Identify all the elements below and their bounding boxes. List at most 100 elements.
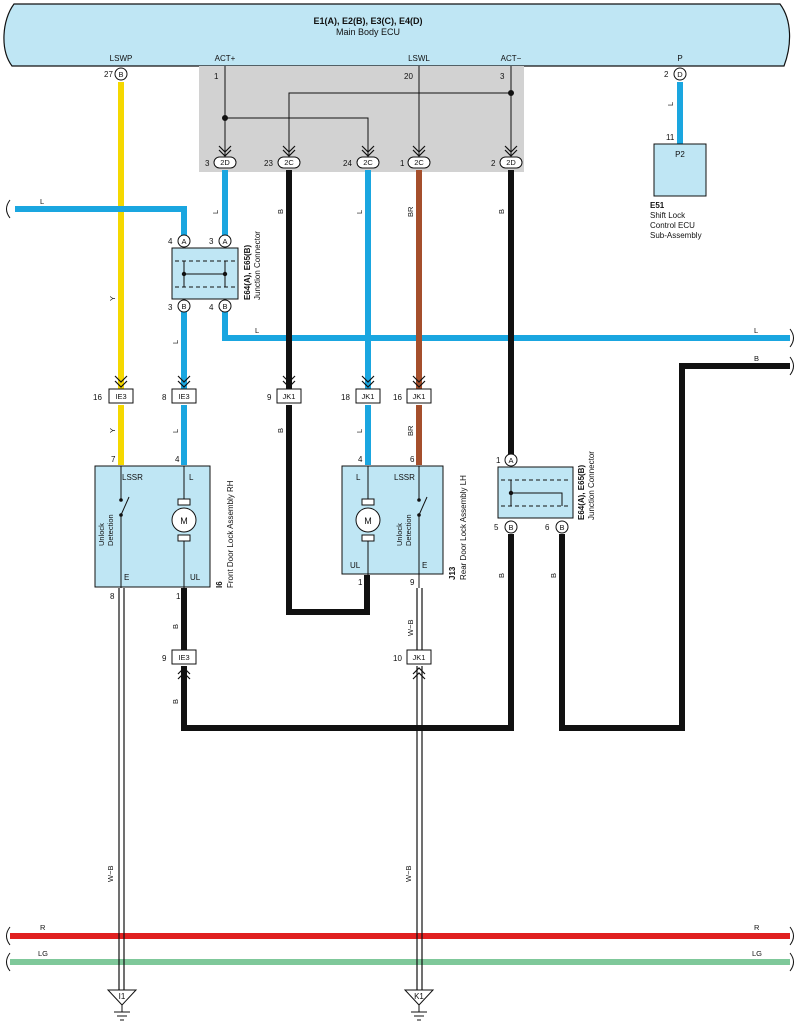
svg-text:K1: K1 bbox=[414, 992, 424, 1001]
svg-text:BR: BR bbox=[406, 206, 415, 217]
svg-text:1: 1 bbox=[358, 578, 363, 587]
connector-jk1-16: JK1 16 bbox=[393, 375, 432, 404]
ecu-upper-pins: 27 B 1 20 3 2 D bbox=[104, 67, 687, 81]
wire-black-loop bbox=[181, 534, 514, 731]
svg-text:LG: LG bbox=[752, 949, 762, 958]
svg-text:B: B bbox=[276, 428, 285, 433]
pin-label-lswp: LSWP bbox=[110, 54, 133, 63]
ecu-internal-section bbox=[199, 66, 524, 172]
svg-text:E: E bbox=[422, 561, 427, 570]
wire-color-labels: L L B L BR B L Y L L L B Y L B L BR B W−… bbox=[38, 102, 762, 958]
svg-text:2C: 2C bbox=[414, 158, 424, 167]
wire-black-23 bbox=[286, 170, 370, 615]
svg-text:4: 4 bbox=[175, 455, 180, 464]
svg-text:L: L bbox=[754, 326, 758, 335]
shift-lock-name-1: Shift Lock bbox=[650, 211, 686, 220]
svg-text:23: 23 bbox=[264, 159, 273, 168]
svg-text:L: L bbox=[255, 326, 259, 335]
rear-motor bbox=[355, 507, 381, 533]
svg-text:B: B bbox=[754, 354, 759, 363]
rear-switch-text-2: Detection bbox=[404, 514, 413, 546]
svg-text:L: L bbox=[356, 473, 361, 482]
svg-text:L: L bbox=[189, 473, 194, 482]
svg-text:IE3: IE3 bbox=[178, 653, 189, 662]
shift-lock-id: E51 bbox=[650, 201, 665, 210]
svg-text:7: 7 bbox=[111, 455, 116, 464]
svg-text:18: 18 bbox=[341, 393, 350, 402]
svg-text:16: 16 bbox=[93, 393, 102, 402]
svg-text:B: B bbox=[497, 209, 506, 214]
junction-connector-right: 1 A 5 B 6 B E64(A), E65(B) Junction Conn… bbox=[494, 451, 596, 534]
shift-lock-name-3: Sub-Assembly bbox=[650, 231, 702, 240]
pin-num-lswl: 20 bbox=[404, 72, 413, 81]
svg-text:UL: UL bbox=[190, 573, 201, 582]
pin-num-act-minus: 3 bbox=[500, 72, 505, 81]
svg-text:2D: 2D bbox=[506, 158, 516, 167]
svg-text:A: A bbox=[181, 237, 186, 246]
svg-text:B: B bbox=[508, 523, 513, 532]
pin-label-lswl: LSWL bbox=[408, 54, 430, 63]
front-door-lock-assembly: 7 4 LSSR L Unlock Detection M E UL 8 1 I… bbox=[94, 455, 235, 601]
connector-ie3-8: IE3 8 bbox=[162, 375, 197, 404]
svg-text:JK1: JK1 bbox=[413, 653, 426, 662]
svg-text:JK1: JK1 bbox=[283, 392, 296, 401]
svg-text:8: 8 bbox=[110, 592, 115, 601]
svg-text:9: 9 bbox=[162, 654, 167, 663]
svg-text:R: R bbox=[40, 923, 46, 932]
front-lock-name: Front Door Lock Assembly RH bbox=[226, 480, 235, 588]
wire-wb-k1 bbox=[416, 588, 423, 990]
jc-top-label-id: E64(A), E65(B) bbox=[243, 245, 252, 300]
svg-text:2D: 2D bbox=[220, 158, 230, 167]
svg-text:B: B bbox=[171, 699, 180, 704]
ecu-lower-pin: 2C 1 bbox=[400, 145, 431, 169]
svg-text:2C: 2C bbox=[363, 158, 373, 167]
jc-right-label-id: E64(A), E65(B) bbox=[577, 465, 586, 520]
shift-lock-ecu: 11 P2 E51 Shift Lock Control ECU Sub-Ass… bbox=[650, 133, 707, 240]
svg-text:UL: UL bbox=[350, 561, 361, 570]
svg-text:W−B: W−B bbox=[404, 866, 413, 882]
svg-text:1: 1 bbox=[496, 456, 501, 465]
svg-text:JK1: JK1 bbox=[413, 392, 426, 401]
svg-text:L: L bbox=[171, 340, 180, 344]
svg-text:B: B bbox=[171, 624, 180, 629]
svg-text:6: 6 bbox=[545, 523, 550, 532]
rear-switch-text-1: Unlock bbox=[395, 523, 404, 546]
front-switch-text-2: Detection bbox=[106, 514, 115, 546]
shift-lock-pin: 11 bbox=[666, 133, 675, 142]
svg-text:B: B bbox=[497, 573, 506, 578]
ground-i1: I1 bbox=[106, 989, 138, 1021]
connector-jk1-18: JK1 18 bbox=[341, 375, 381, 404]
svg-text:L: L bbox=[355, 210, 364, 214]
svg-text:IE3: IE3 bbox=[115, 392, 126, 401]
ecu-internal-wiring bbox=[222, 66, 514, 158]
main-body-ecu: E1(A), E2(B), E3(C), E4(D) Main Body ECU… bbox=[3, 3, 791, 67]
inline-connectors-row1: IE3 16 IE3 8 JK1 9 JK1 18 JK1 16 bbox=[93, 375, 432, 404]
svg-text:BR: BR bbox=[406, 425, 415, 436]
svg-text:A: A bbox=[508, 456, 513, 465]
ecu-lower-pin: 2C 23 bbox=[264, 145, 301, 169]
svg-text:M: M bbox=[180, 516, 188, 526]
connector-ie3-9: IE3 9 bbox=[162, 649, 197, 680]
connector-jk1-9: JK1 9 bbox=[267, 375, 302, 404]
svg-text:5: 5 bbox=[494, 523, 499, 532]
svg-text:LSSR: LSSR bbox=[122, 473, 143, 482]
svg-text:8: 8 bbox=[162, 393, 167, 402]
svg-text:1: 1 bbox=[176, 592, 181, 601]
svg-text:L: L bbox=[171, 429, 180, 433]
svg-text:3: 3 bbox=[205, 159, 210, 168]
svg-text:4: 4 bbox=[168, 237, 173, 246]
svg-text:Y: Y bbox=[108, 428, 117, 433]
wire-wb-i1 bbox=[118, 588, 125, 990]
jc-right-label-name: Junction Connector bbox=[587, 451, 596, 520]
svg-text:M: M bbox=[364, 516, 372, 526]
svg-text:A: A bbox=[222, 237, 227, 246]
shift-lock-name-2: Control ECU bbox=[650, 221, 695, 230]
pin-label-p: P bbox=[677, 54, 682, 63]
pin-num-lswp: 27 bbox=[104, 70, 113, 79]
svg-text:24: 24 bbox=[343, 159, 352, 168]
connector-jk1-10: JK1 10 bbox=[393, 649, 432, 680]
svg-text:R: R bbox=[754, 923, 760, 932]
wire-blue-left-input bbox=[15, 206, 187, 236]
ground-k1: K1 bbox=[403, 989, 435, 1021]
rear-lock-name: Rear Door Lock Assembly LH bbox=[459, 475, 468, 580]
